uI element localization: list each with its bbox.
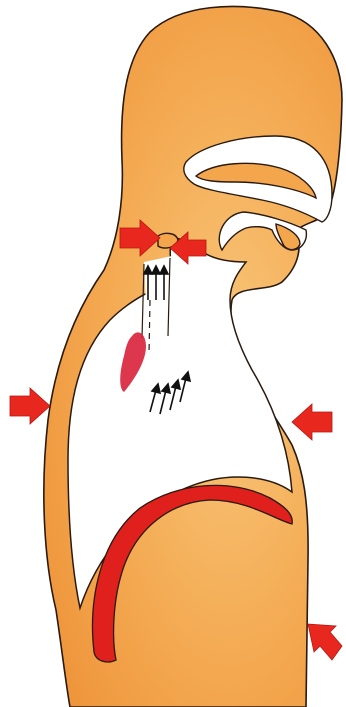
airflow-arrows-trachea [144,266,168,300]
red-arrow-icon [10,388,50,424]
red-arrow-icon [292,404,332,440]
red-arrow-icon [308,624,342,660]
